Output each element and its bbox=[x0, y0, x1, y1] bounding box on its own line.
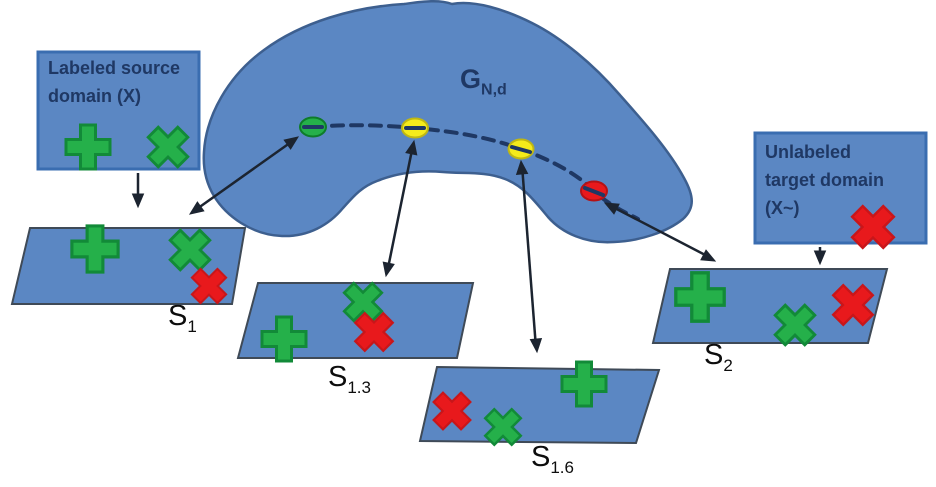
arrow-head bbox=[188, 201, 205, 215]
green-cross-icon bbox=[342, 281, 384, 323]
arrow-s1-6-to-manifold bbox=[515, 159, 543, 354]
arrow-line bbox=[608, 203, 712, 260]
red-cross-icon bbox=[831, 283, 875, 327]
red-cross-icon bbox=[353, 311, 395, 353]
dash-tick-4 bbox=[583, 186, 605, 197]
arrow-target-box-down bbox=[813, 247, 827, 266]
arrow-head bbox=[603, 202, 620, 215]
green-plus-icon bbox=[260, 315, 308, 363]
arrow-head bbox=[382, 261, 395, 278]
arrow-line bbox=[520, 164, 538, 349]
arrow-head bbox=[813, 250, 827, 266]
green-plus-icon bbox=[64, 123, 112, 171]
arrow-line bbox=[193, 138, 295, 213]
green-plus-icon bbox=[674, 271, 726, 323]
arrow-head bbox=[131, 193, 145, 209]
arrow-source-box-down bbox=[131, 173, 145, 209]
arrow-line bbox=[385, 144, 415, 274]
target-domain-box bbox=[753, 131, 928, 245]
red-cross-icon bbox=[432, 391, 472, 431]
dash-tick-3 bbox=[510, 145, 532, 154]
red-cross-icon bbox=[190, 267, 228, 305]
green-plus-icon bbox=[70, 224, 120, 274]
arrow-s1-3-to-manifold bbox=[382, 139, 418, 278]
arrow-head bbox=[283, 136, 300, 150]
arrow-s2-to-manifold bbox=[603, 202, 717, 262]
arrow-s1-to-manifold bbox=[188, 136, 300, 215]
green-cross-icon bbox=[483, 407, 523, 447]
green-plus-icon bbox=[560, 360, 608, 408]
arrow-head bbox=[529, 338, 543, 354]
green-cross-icon bbox=[773, 303, 817, 347]
arrow-head bbox=[405, 139, 418, 156]
red-cross-icon bbox=[850, 204, 896, 250]
green-cross-icon bbox=[168, 228, 212, 272]
arrow-head bbox=[515, 159, 529, 175]
green-cross-icon bbox=[146, 125, 190, 169]
arrow-head bbox=[700, 249, 717, 262]
